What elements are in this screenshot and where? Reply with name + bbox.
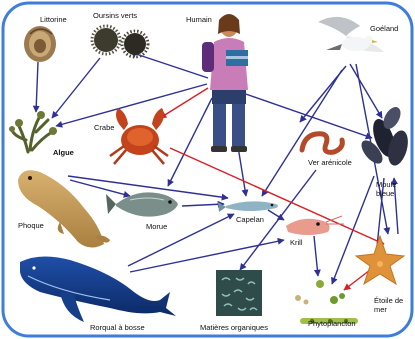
label-phoque: Phoque bbox=[18, 221, 44, 230]
label-moule-1: Moule bbox=[376, 180, 396, 189]
label-etoile-1: Étoile de bbox=[374, 296, 403, 305]
label-ver: Ver arénicole bbox=[308, 158, 352, 167]
cod-icon bbox=[106, 192, 178, 216]
label-matieres: Matières organiques bbox=[200, 323, 268, 332]
seagull-icon bbox=[318, 17, 384, 52]
arrow-humain-crabe bbox=[160, 88, 208, 118]
label-phyto: Phytoplancton bbox=[308, 319, 356, 328]
starfish-icon bbox=[356, 236, 404, 284]
lugworm-icon bbox=[302, 134, 342, 153]
arrow-humain-oursins bbox=[130, 52, 208, 78]
red-arrows bbox=[160, 88, 384, 290]
seal-icon bbox=[18, 170, 110, 247]
arrow-goeland-capelan bbox=[262, 70, 342, 196]
arrow-rorqual-capelan bbox=[128, 214, 234, 266]
arrow-krill-phyto bbox=[314, 236, 318, 276]
crab-icon bbox=[110, 108, 168, 164]
label-krill: Krill bbox=[290, 238, 303, 247]
arrow-oursins-algue bbox=[52, 58, 100, 118]
label-morue: Morue bbox=[146, 222, 167, 231]
arrow-littorine-algue bbox=[36, 62, 38, 112]
label-humain: Humain bbox=[186, 15, 212, 24]
label-crabe: Crabe bbox=[94, 123, 114, 132]
label-moule-2: bleue bbox=[376, 189, 394, 198]
arrow-humain-algue bbox=[56, 84, 207, 126]
arrow-humain-morue bbox=[168, 98, 212, 186]
human-icon bbox=[202, 14, 248, 152]
label-capelan: Capelan bbox=[236, 215, 264, 224]
label-littorine: Littorine bbox=[40, 15, 67, 24]
organic-matter-icon bbox=[216, 270, 262, 316]
humpback-whale-icon bbox=[20, 256, 176, 322]
label-oursins: Oursins verts bbox=[93, 11, 137, 20]
label-algue: Algue bbox=[53, 148, 74, 157]
arrow-rorqual-krill bbox=[130, 240, 284, 272]
label-etoile-2: mer bbox=[374, 305, 387, 314]
arrow-phoque-morue bbox=[70, 180, 130, 196]
arrow-morue-capelan bbox=[182, 204, 224, 206]
label-rorqual: Rorqual à bosse bbox=[90, 323, 145, 332]
seaweed-icon bbox=[9, 111, 57, 152]
sea-urchin-icon bbox=[92, 26, 148, 57]
krill-icon bbox=[286, 216, 344, 235]
arrow-goeland-moule bbox=[350, 64, 382, 118]
label-goeland: Goéland bbox=[370, 24, 398, 33]
periwinkle-icon bbox=[24, 26, 56, 62]
